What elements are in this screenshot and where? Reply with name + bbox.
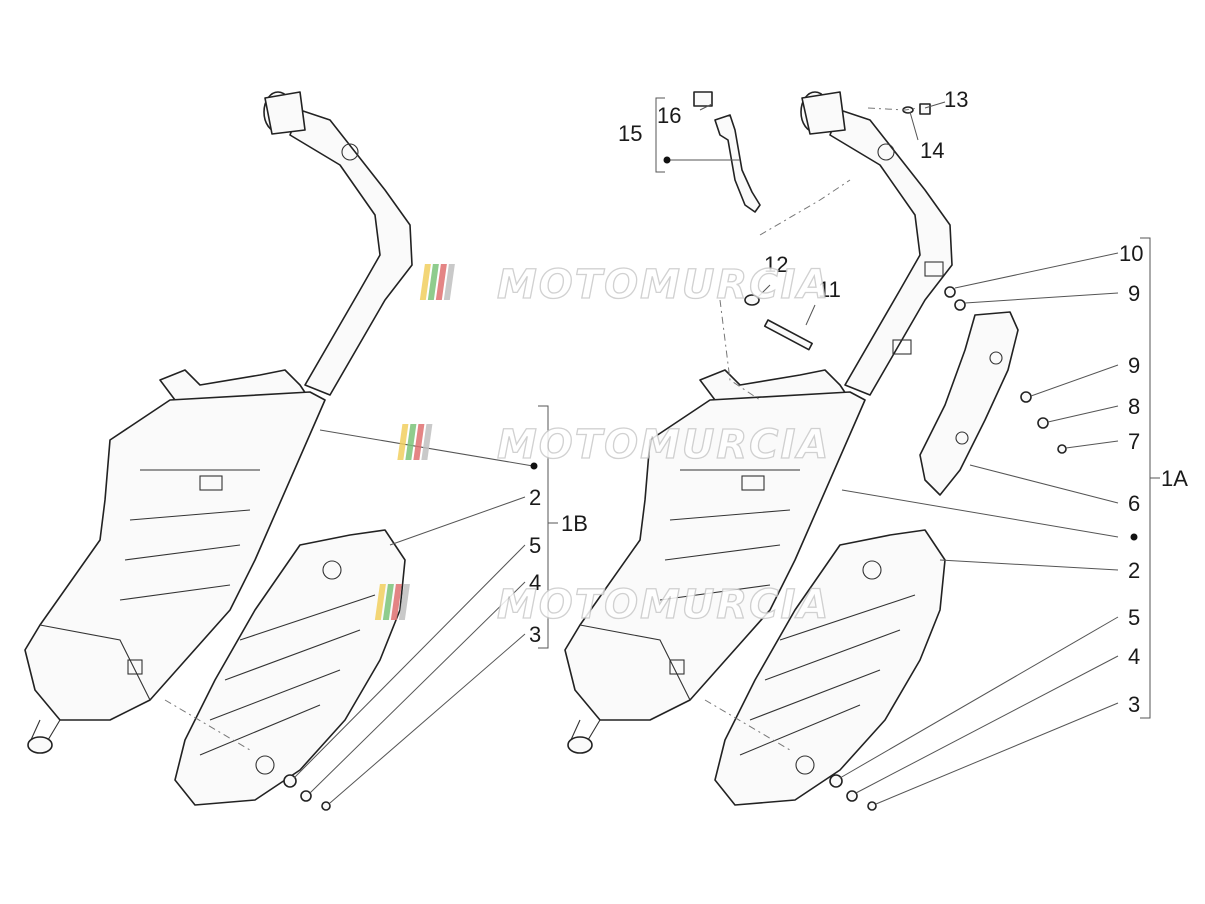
label-2-right: 2 [1128,558,1140,583]
left-assembly-dot [530,462,538,470]
left-header-pipe [289,109,413,396]
right-exhaust-assembly [564,91,1067,811]
right-screw-3 [867,801,877,811]
label-12: 12 [764,252,788,277]
right-silencer-body [564,391,866,721]
nut-7 [1057,444,1067,454]
label-13: 13 [944,87,968,112]
label-14: 14 [920,138,944,163]
watermark-2: MOTOMURCIA [397,421,830,469]
callout-labels: 15 16 13 14 12 11 10 9 9 8 7 6 1A 2 5 4 … [529,87,1188,717]
watermark-3: MOTOMURCIA [374,581,830,629]
watermark-text-2: MOTOMURCIA [497,422,830,468]
bolt-11 [763,319,813,351]
small-heat-shield [919,311,1019,496]
label-4-left: 4 [529,570,541,595]
label-4-right: 4 [1128,644,1140,669]
label-5-right: 5 [1128,605,1140,630]
washer-9-top [954,299,966,311]
left-exhaust-assembly [24,91,413,811]
label-1A: 1A [1161,466,1188,491]
label-15: 15 [618,121,642,146]
left-washer-5 [283,774,297,788]
label-16: 16 [657,103,681,128]
left-silencer-body [24,391,326,721]
right-header-pipe [829,109,953,396]
label-8: 8 [1128,394,1140,419]
label-6: 6 [1128,491,1140,516]
washer-9-bottom [1020,391,1032,403]
label-1B: 1B [561,511,588,536]
label-9-bottom: 9 [1128,353,1140,378]
right-washer-5 [829,774,843,788]
label-9-top: 9 [1128,281,1140,306]
washer-8 [1037,417,1049,429]
clip-13 [919,103,931,115]
right-assembly-dot [1130,533,1138,541]
right-washer-4 [846,790,858,802]
label-5-left: 5 [529,533,541,558]
label-3-right: 3 [1128,692,1140,717]
label-2-left: 2 [529,485,541,510]
left-heat-shield [174,529,406,806]
label-7: 7 [1128,429,1140,454]
sensor-connector-16 [693,91,713,107]
watermark-1: MOTOMURCIA [419,261,830,309]
watermark-text-3: MOTOMURCIA [497,582,830,628]
left-screw-3 [321,801,331,811]
label-10: 10 [1119,241,1143,266]
washer-10 [944,286,956,298]
right-heat-shield [714,529,946,806]
left-washer-4 [300,790,312,802]
leader-lines [293,97,1160,805]
lambda-sensor [714,114,761,213]
watermark-text-1: MOTOMURCIA [497,262,830,308]
label-3-left: 3 [529,622,541,647]
sensor-dot [663,156,671,164]
label-11: 11 [818,277,841,302]
washer-12 [744,294,760,306]
